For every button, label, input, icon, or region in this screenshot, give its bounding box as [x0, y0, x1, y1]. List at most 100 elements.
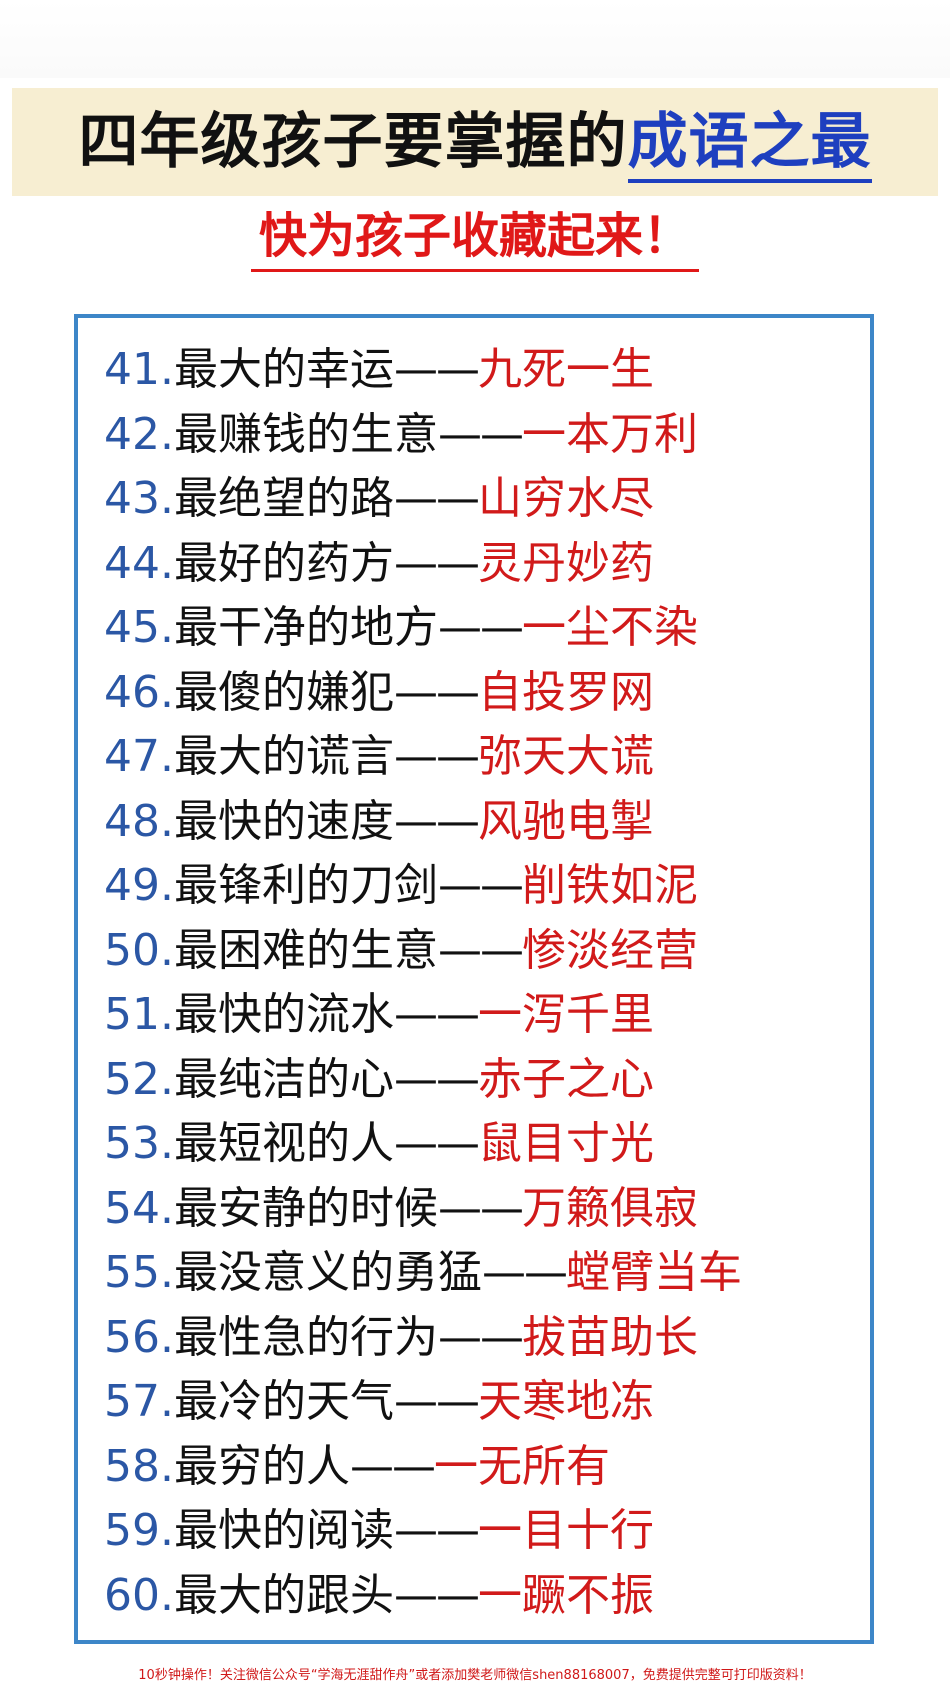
item-idiom: 一本万利: [521, 408, 698, 460]
item-number: 41.: [104, 344, 174, 396]
item-description: 最大的跟头: [173, 1569, 394, 1621]
item-idiom: 天寒地冻: [477, 1376, 654, 1428]
item-number: 43.: [104, 473, 174, 525]
item-idiom: 九死一生: [477, 344, 654, 396]
item-description: 最快的速度: [173, 795, 394, 847]
item-description: 最短视的人: [173, 1118, 394, 1170]
item-idiom: 一目十行: [477, 1505, 654, 1557]
list-item: 56.最性急的行为——拔苗助长: [104, 1306, 860, 1371]
item-number: 56.: [104, 1311, 174, 1363]
item-dash: ——: [393, 731, 480, 783]
list-item: 51.最快的流水——一泻千里: [104, 983, 860, 1048]
item-dash: ——: [349, 1440, 436, 1492]
item-dash: ——: [393, 1118, 480, 1170]
item-description: 最快的流水: [173, 989, 394, 1041]
item-number: 49.: [104, 860, 174, 912]
item-number: 54.: [104, 1182, 174, 1234]
item-dash: ——: [437, 860, 524, 912]
top-band: [0, 0, 950, 78]
item-idiom: 赤子之心: [477, 1053, 654, 1105]
item-number: 60.: [104, 1569, 174, 1621]
subtitle-wrap: 快为孩子收藏起来！: [0, 210, 950, 272]
list-item: 57.最冷的天气——天寒地冻: [104, 1370, 860, 1435]
item-idiom: 风驰电掣: [477, 795, 654, 847]
item-idiom: 一尘不染: [521, 602, 698, 654]
list-item: 47.最大的谎言——弥天大谎: [104, 725, 860, 790]
item-number: 55.: [104, 1247, 174, 1299]
subtitle: 快为孩子收藏起来！: [250, 210, 699, 272]
item-description: 最赚钱的生意: [173, 408, 438, 460]
list-item: 45.最干净的地方——一尘不染: [104, 596, 860, 661]
item-number: 50.: [104, 924, 174, 976]
footer-note: 10秒钟操作！关注微信公众号“学海无涯甜作舟”或者添加樊老师微信shen8816…: [138, 1668, 812, 1683]
idiom-list: 41.最大的幸运——九死一生 42.最赚钱的生意——一本万利 43.最绝望的路—…: [104, 338, 860, 1628]
item-description: 最安静的时候: [173, 1182, 438, 1234]
item-idiom: 自投罗网: [477, 666, 654, 718]
item-dash: ——: [393, 344, 480, 396]
list-item: 43.最绝望的路——山穷水尽: [104, 467, 860, 532]
item-idiom: 一泻千里: [477, 989, 654, 1041]
item-idiom: 削铁如泥: [521, 860, 698, 912]
item-description: 最没意义的勇猛: [173, 1247, 482, 1299]
list-item: 54.最安静的时候——万籁俱寂: [104, 1177, 860, 1242]
item-description: 最傻的嫌犯: [173, 666, 394, 718]
item-number: 58.: [104, 1440, 174, 1492]
item-number: 51.: [104, 989, 174, 1041]
item-dash: ——: [437, 1182, 524, 1234]
item-dash: ——: [393, 1053, 480, 1105]
item-idiom: 拔苗助长: [521, 1311, 698, 1363]
list-item: 58.最穷的人——一无所有: [104, 1435, 860, 1500]
item-number: 45.: [104, 602, 174, 654]
item-idiom: 螳臂当车: [565, 1247, 742, 1299]
item-number: 47.: [104, 731, 174, 783]
item-idiom: 鼠目寸光: [477, 1118, 654, 1170]
item-idiom: 灵丹妙药: [477, 537, 654, 589]
item-description: 最冷的天气: [173, 1376, 394, 1428]
item-dash: ——: [481, 1247, 568, 1299]
list-item: 52.最纯洁的心——赤子之心: [104, 1048, 860, 1113]
list-item: 60.最大的跟头——一蹶不振: [104, 1564, 860, 1629]
title-main-text: 四年级孩子要掌握的: [78, 107, 628, 177]
list-item: 41.最大的幸运——九死一生: [104, 338, 860, 403]
item-dash: ——: [393, 1569, 480, 1621]
item-description: 最好的药方: [173, 537, 394, 589]
title-banner: 四年级孩子要掌握的成语之最: [12, 88, 938, 196]
item-idiom: 一蹶不振: [477, 1569, 654, 1621]
item-description: 最锋利的刀剑: [173, 860, 438, 912]
item-idiom: 一无所有: [433, 1440, 610, 1492]
item-description: 最大的幸运: [173, 344, 394, 396]
list-item: 42.最赚钱的生意——一本万利: [104, 403, 860, 468]
item-description: 最大的谎言: [173, 731, 394, 783]
list-item: 46.最傻的嫌犯——自投罗网: [104, 661, 860, 726]
item-idiom: 弥天大谎: [477, 731, 654, 783]
item-dash: ——: [437, 924, 524, 976]
item-description: 最困难的生意: [173, 924, 438, 976]
item-description: 最快的阅读: [173, 1505, 394, 1557]
item-dash: ——: [437, 408, 524, 460]
item-dash: ——: [393, 537, 480, 589]
item-dash: ——: [393, 989, 480, 1041]
item-number: 46.: [104, 666, 174, 718]
page-title: 四年级孩子要掌握的成语之最: [79, 107, 872, 183]
list-item: 48.最快的速度——风驰电掣: [104, 790, 860, 855]
item-dash: ——: [393, 1376, 480, 1428]
item-dash: ——: [393, 1505, 480, 1557]
list-item: 49.最锋利的刀剑——削铁如泥: [104, 854, 860, 919]
item-dash: ——: [437, 1311, 524, 1363]
item-dash: ——: [393, 473, 480, 525]
list-item: 50.最困难的生意——惨淡经营: [104, 919, 860, 984]
item-number: 44.: [104, 537, 174, 589]
item-description: 最穷的人: [173, 1440, 350, 1492]
list-item: 53.最短视的人——鼠目寸光: [104, 1112, 860, 1177]
item-number: 42.: [104, 408, 174, 460]
item-number: 53.: [104, 1118, 174, 1170]
item-dash: ——: [393, 795, 480, 847]
item-number: 48.: [104, 795, 174, 847]
item-description: 最干净的地方: [173, 602, 438, 654]
item-number: 52.: [104, 1053, 174, 1105]
item-idiom: 万籁俱寂: [521, 1182, 698, 1234]
list-item: 44.最好的药方——灵丹妙药: [104, 532, 860, 597]
item-dash: ——: [437, 602, 524, 654]
item-idiom: 山穷水尽: [477, 473, 654, 525]
idiom-list-box: 41.最大的幸运——九死一生 42.最赚钱的生意——一本万利 43.最绝望的路—…: [74, 314, 874, 1644]
